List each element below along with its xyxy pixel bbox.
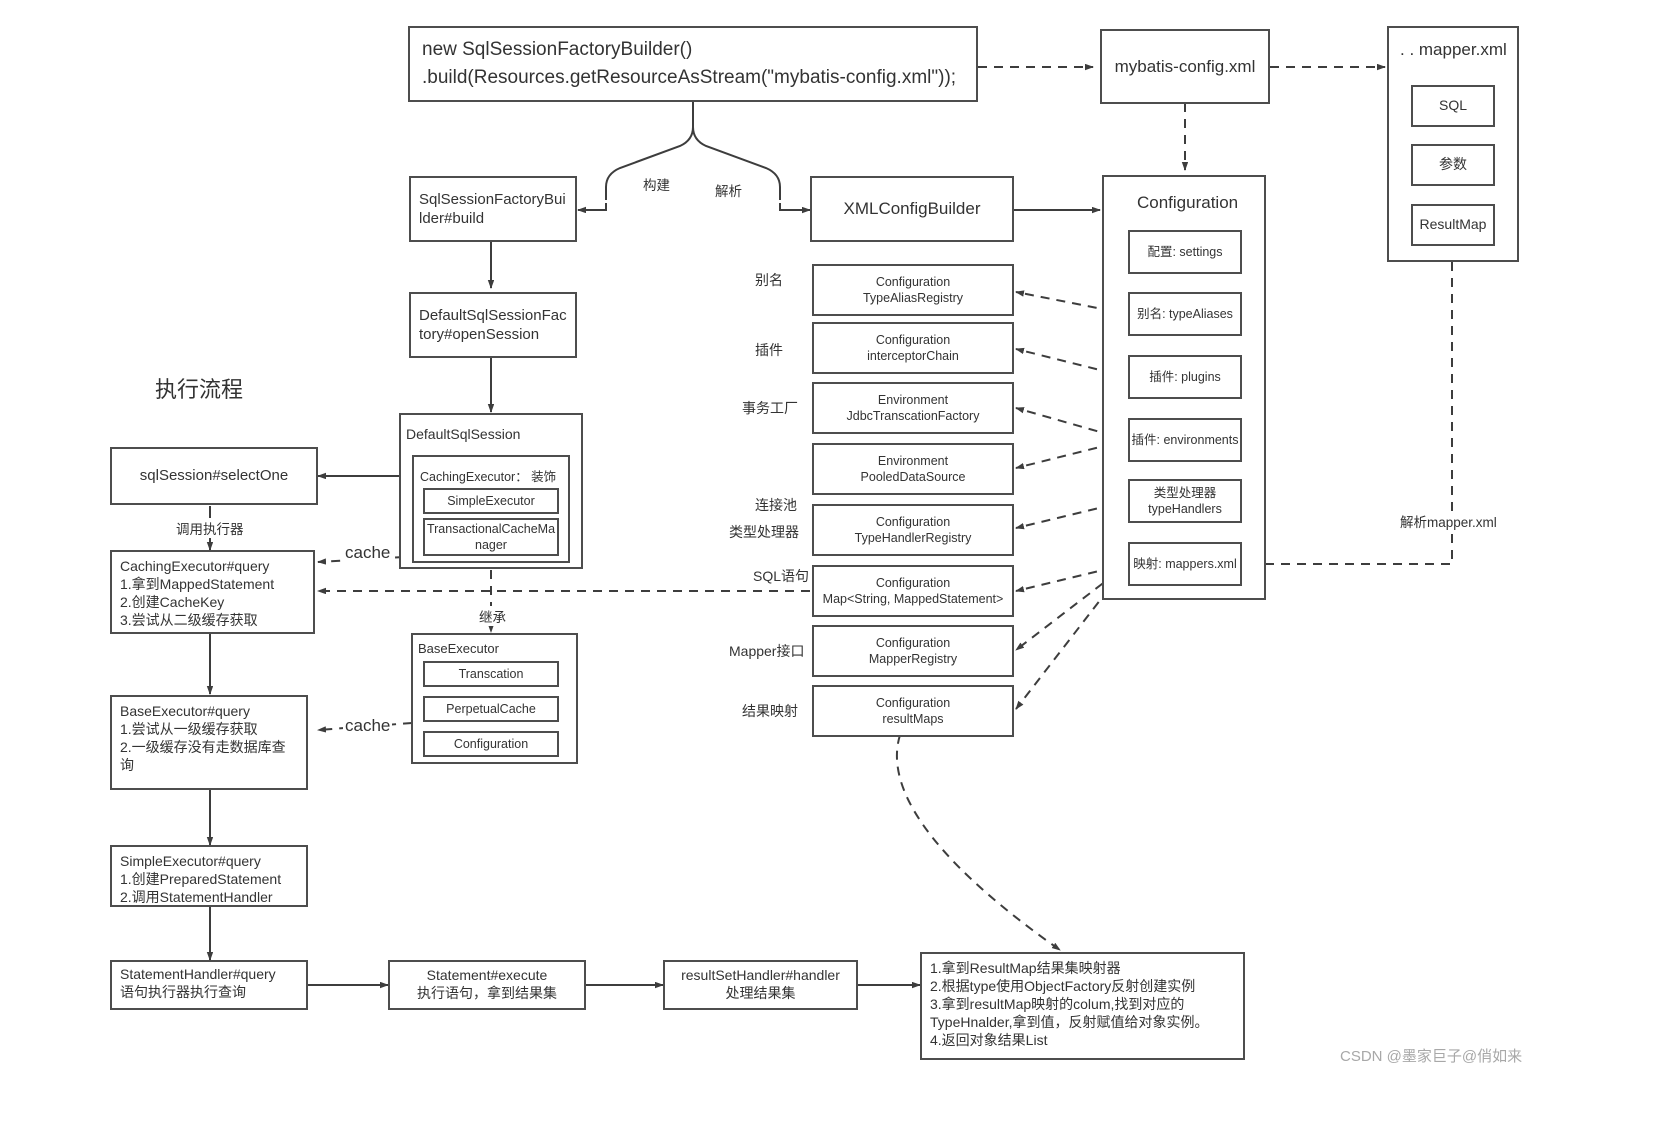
registry-box-mapperregistry-label: Configuration MapperRegistry: [868, 636, 958, 666]
base-executor-query-label: BaseExecutor#query 1.尝试从一级缓存获取 2.一级缓存没有走…: [120, 703, 286, 773]
xmlconfigbuilder-label: XMLConfigBuilder: [843, 199, 981, 219]
registry-tag-sql: SQL语句: [753, 568, 810, 584]
registry-box-interceptorchain: Configuration interceptorChain: [812, 322, 1014, 374]
default-sqlsessionfactory-opensession-box: DefaultSqlSessionFac tory#openSession: [409, 292, 577, 358]
result-steps-box: 1.拿到ResultMap结果集映射器 2.根据type使用ObjectFact…: [920, 952, 1245, 1060]
registry-box-resultmaps-label: Configuration resultMaps: [875, 696, 951, 726]
result-set-handler-box: resultSetHandler#handler 处理结果集: [663, 960, 858, 1010]
base-executor-query-box: BaseExecutor#query 1.尝试从一级缓存获取 2.一级缓存没有走…: [110, 695, 308, 790]
mapper-params-box: 参数: [1411, 144, 1495, 186]
simple-executor-query-label: SimpleExecutor#query 1.创建PreparedStateme…: [120, 853, 282, 905]
config-field-environments-label: 插件: environments: [1131, 433, 1239, 447]
caching-executor-query-box: CachingExecutor#query 1.拿到MappedStatemen…: [110, 550, 315, 634]
registry-box-jdbctransactionfactory: Environment JdbcTranscationFactory: [812, 382, 1014, 434]
config-field-settings: 配置: settings: [1128, 230, 1242, 274]
configuration-inner-label: Configuration: [453, 737, 529, 751]
simple-executor-query-box: SimpleExecutor#query 1.创建PreparedStateme…: [110, 845, 308, 907]
registry-box-typealiasregistry-label: Configuration TypeAliasRegistry: [862, 275, 964, 305]
watermark: CSDN @墨家巨子@俏如来: [1340, 1048, 1523, 1065]
mapper-resultmap-box: ResultMap: [1411, 204, 1495, 246]
registry-tag-mapper-interface: Mapper接口: [729, 643, 805, 659]
transcation-label: Transcation: [458, 667, 524, 681]
config-field-mappers-label: 映射: mappers.xml: [1133, 557, 1237, 571]
xmlconfigbuilder-box: XMLConfigBuilder: [810, 176, 1014, 242]
mapper-sql-label: SQL: [1438, 97, 1467, 114]
section-title-execution-flow: 执行流程: [155, 377, 244, 402]
registry-tag-pool: 连接池: [755, 497, 797, 513]
config-field-typehandlers: 类型处理器 typeHandlers: [1128, 479, 1242, 523]
config-field-environments: 插件: environments: [1128, 418, 1242, 462]
caching-executor-query-label: CachingExecutor#query 1.拿到MappedStatemen…: [120, 558, 275, 628]
mapper-params-label: 参数: [1439, 156, 1467, 173]
config-field-typehandlers-label: 类型处理器 typeHandlers: [1148, 486, 1222, 516]
mybatis-config-xml-label: mybatis-config.xml: [1114, 56, 1256, 76]
registry-box-mappedstatement-map: Configuration Map<String, MappedStatemen…: [812, 565, 1014, 617]
edge-label-parse-mapper: 解析mapper.xml: [1398, 511, 1499, 531]
config-field-mappers: 映射: mappers.xml: [1128, 542, 1242, 586]
transcation-box: Transcation: [423, 661, 559, 687]
config-field-typealiases: 别名: typeAliases: [1128, 292, 1242, 336]
mapper-resultmap-label: ResultMap: [1419, 216, 1487, 233]
sqlsession-selectone-box: sqlSession#selectOne: [110, 447, 318, 505]
config-field-plugins-label: 插件: plugins: [1149, 370, 1221, 384]
registry-box-jdbctransactionfactory-label: Environment JdbcTranscationFactory: [846, 393, 980, 423]
edge-label-inherit: 继承: [477, 606, 508, 626]
registry-tag-alias: 别名: [755, 272, 783, 288]
configuration-inner-box: Configuration: [423, 731, 559, 757]
registry-tag-txfactory: 事务工厂: [742, 400, 798, 416]
result-set-handler-label: resultSetHandler#handler 处理结果集: [681, 967, 840, 1001]
registry-box-resultmaps: Configuration resultMaps: [812, 685, 1014, 737]
mybatis-config-xml-box: mybatis-config.xml: [1100, 29, 1270, 104]
simple-executor-label: SimpleExecutor: [447, 494, 535, 508]
entry-code-box: new SqlSessionFactoryBuilder() .build(Re…: [408, 26, 978, 102]
registry-box-pooleddatasource-label: Environment PooledDataSource: [860, 454, 966, 484]
transactional-cache-manager-label: TransactionalCacheMa nager: [426, 522, 556, 552]
sqlsessionfactorybuilder-build-box: SqlSessionFactoryBui lder#build: [409, 176, 577, 242]
default-sqlsessionfactory-opensession-label: DefaultSqlSessionFac tory#openSession: [419, 306, 567, 343]
mapper-xml-title: . . mapper.xml: [1400, 40, 1507, 59]
registry-box-typehandlerregistry-label: Configuration TypeHandlerRegistry: [854, 515, 972, 545]
base-executor-title: BaseExecutor: [418, 641, 499, 656]
registry-box-pooleddatasource: Environment PooledDataSource: [812, 443, 1014, 495]
registry-box-typealiasregistry: Configuration TypeAliasRegistry: [812, 264, 1014, 316]
registry-box-mappedstatement-map-label: Configuration Map<String, MappedStatemen…: [822, 576, 1004, 606]
edge-label-call-executor: 调用执行器: [174, 518, 246, 538]
configuration-title: Configuration: [1137, 193, 1239, 212]
statement-execute-box: Statement#execute 执行语句，拿到结果集: [388, 960, 586, 1010]
mapper-sql-box: SQL: [1411, 85, 1495, 127]
default-sqlsession-title: DefaultSqlSession: [406, 426, 521, 442]
config-field-settings-label: 配置: settings: [1147, 245, 1223, 259]
edge-label-cache-2: cache: [343, 716, 393, 736]
statement-handler-query-label: StatementHandler#query 语句执行器执行查询: [120, 966, 276, 1000]
registry-box-mapperregistry: Configuration MapperRegistry: [812, 625, 1014, 677]
simple-executor-box: SimpleExecutor: [423, 488, 559, 514]
perpetual-cache-box: PerpetualCache: [423, 696, 559, 722]
registry-box-typehandlerregistry: Configuration TypeHandlerRegistry: [812, 504, 1014, 556]
sqlsessionfactorybuilder-build-label: SqlSessionFactoryBui lder#build: [419, 190, 566, 227]
edge-label-cache-1: cache: [343, 543, 393, 563]
config-field-typealiases-label: 别名: typeAliases: [1137, 307, 1233, 321]
entry-code-text: new SqlSessionFactoryBuilder() .build(Re…: [422, 39, 957, 88]
registry-tag-typehandler: 类型处理器: [729, 524, 799, 540]
perpetual-cache-label: PerpetualCache: [446, 702, 536, 716]
registry-tag-resultmapping: 结果映射: [742, 703, 798, 719]
caching-executor-decorator-title: CachingExecutor： 装饰: [420, 470, 557, 484]
result-steps-label: 1.拿到ResultMap结果集映射器 2.根据type使用ObjectFact…: [930, 960, 1209, 1048]
edge-label-parse: 解析: [713, 180, 744, 200]
registry-box-interceptorchain-label: Configuration interceptorChain: [867, 333, 959, 363]
transactional-cache-manager-box: TransactionalCacheMa nager: [423, 518, 559, 556]
edge-label-build: 构建: [641, 174, 672, 194]
sqlsession-selectone-label: sqlSession#selectOne: [139, 467, 289, 485]
registry-tag-plugin: 插件: [755, 342, 783, 358]
config-field-plugins: 插件: plugins: [1128, 355, 1242, 399]
statement-handler-query-box: StatementHandler#query 语句执行器执行查询: [110, 960, 308, 1010]
statement-execute-label: Statement#execute 执行语句，拿到结果集: [417, 967, 557, 1001]
